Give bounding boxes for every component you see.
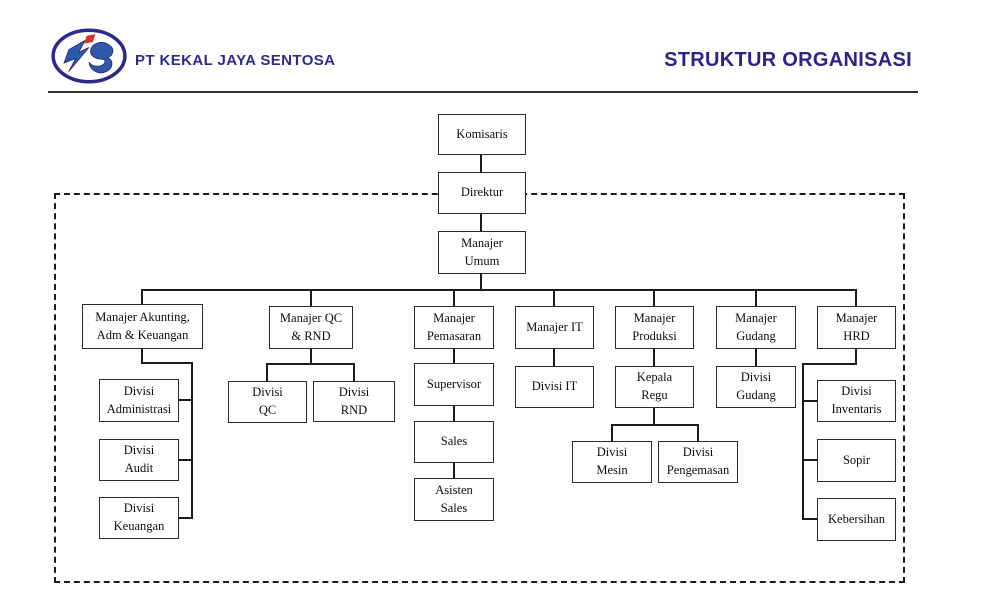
node-divisi-inventaris: Divisi Inventaris <box>817 380 896 422</box>
node-manajer-hrd: Manajer HRD <box>817 306 896 349</box>
connector-line <box>755 349 757 366</box>
node-divisi-gudang: Divisi Gudang <box>716 366 796 408</box>
connector-line <box>802 400 817 402</box>
connector-line <box>141 362 193 364</box>
connector-line <box>191 362 193 519</box>
company-logo-icon <box>51 28 127 84</box>
connector-line <box>755 289 757 306</box>
node-divisi-audit: Divisi Audit <box>99 439 179 481</box>
connector-line <box>480 214 482 232</box>
node-kebersihan: Kebersihan <box>817 498 896 541</box>
node-divisi-keuangan: Divisi Keuangan <box>99 497 179 539</box>
header-divider <box>48 91 918 93</box>
connector-line <box>453 463 455 478</box>
connector-line <box>611 424 699 426</box>
connector-line <box>310 349 312 365</box>
connector-line <box>179 399 193 401</box>
connector-line <box>141 289 857 291</box>
connector-line <box>141 289 143 306</box>
connector-line <box>266 363 355 365</box>
connector-line <box>653 289 655 306</box>
node-sopir: Sopir <box>817 439 896 482</box>
node-divisi-it: Divisi IT <box>515 366 594 408</box>
node-manajer-qc-rnd: Manajer QC & RND <box>269 306 353 349</box>
node-komisaris: Komisaris <box>438 114 526 155</box>
node-manajer-umum: Manajer Umum <box>438 231 526 274</box>
connector-line <box>855 289 857 306</box>
connector-line <box>179 517 193 519</box>
node-divisi-rnd: Divisi RND <box>313 381 395 422</box>
node-divisi-mesin: Divisi Mesin <box>572 441 652 483</box>
connector-line <box>802 363 804 520</box>
node-direktur: Direktur <box>438 172 526 214</box>
connector-line <box>480 274 482 290</box>
connector-line <box>653 349 655 366</box>
node-manajer-it: Manajer IT <box>515 306 594 349</box>
node-divisi-pengemasan: Divisi Pengemasan <box>658 441 738 483</box>
connector-line <box>802 518 817 520</box>
connector-line <box>802 363 857 365</box>
node-asisten-sales: Asisten Sales <box>414 478 494 521</box>
connector-line <box>266 363 268 381</box>
connector-line <box>453 349 455 363</box>
page-title: STRUKTUR ORGANISASI <box>664 49 912 71</box>
company-name: PT KEKAL JAYA SENTOSA <box>135 52 336 69</box>
connector-line <box>553 349 555 366</box>
node-manajer-pemasaran: Manajer Pemasaran <box>414 306 494 349</box>
node-divisi-administrasi: Divisi Administrasi <box>99 379 179 422</box>
connector-line <box>179 459 193 461</box>
node-divisi-qc: Divisi QC <box>228 381 307 423</box>
connector-line <box>553 289 555 306</box>
connector-line <box>453 289 455 306</box>
connector-line <box>611 424 613 441</box>
connector-line <box>480 155 482 172</box>
connector-line <box>310 289 312 306</box>
node-manajer-gudang: Manajer Gudang <box>716 306 796 349</box>
connector-line <box>141 349 143 364</box>
connector-line <box>453 406 455 421</box>
node-sales: Sales <box>414 421 494 463</box>
node-supervisor: Supervisor <box>414 363 494 406</box>
connector-line <box>697 424 699 441</box>
connector-line <box>353 363 355 381</box>
connector-line <box>802 459 817 461</box>
connector-line <box>653 408 655 426</box>
connector-line <box>855 349 857 365</box>
node-manajer-akunting-adm-keuangan: Manajer Akunting, Adm & Keuangan <box>82 304 203 349</box>
node-kepala-regu: Kepala Regu <box>615 366 694 408</box>
node-manajer-produksi: Manajer Produksi <box>615 306 694 349</box>
